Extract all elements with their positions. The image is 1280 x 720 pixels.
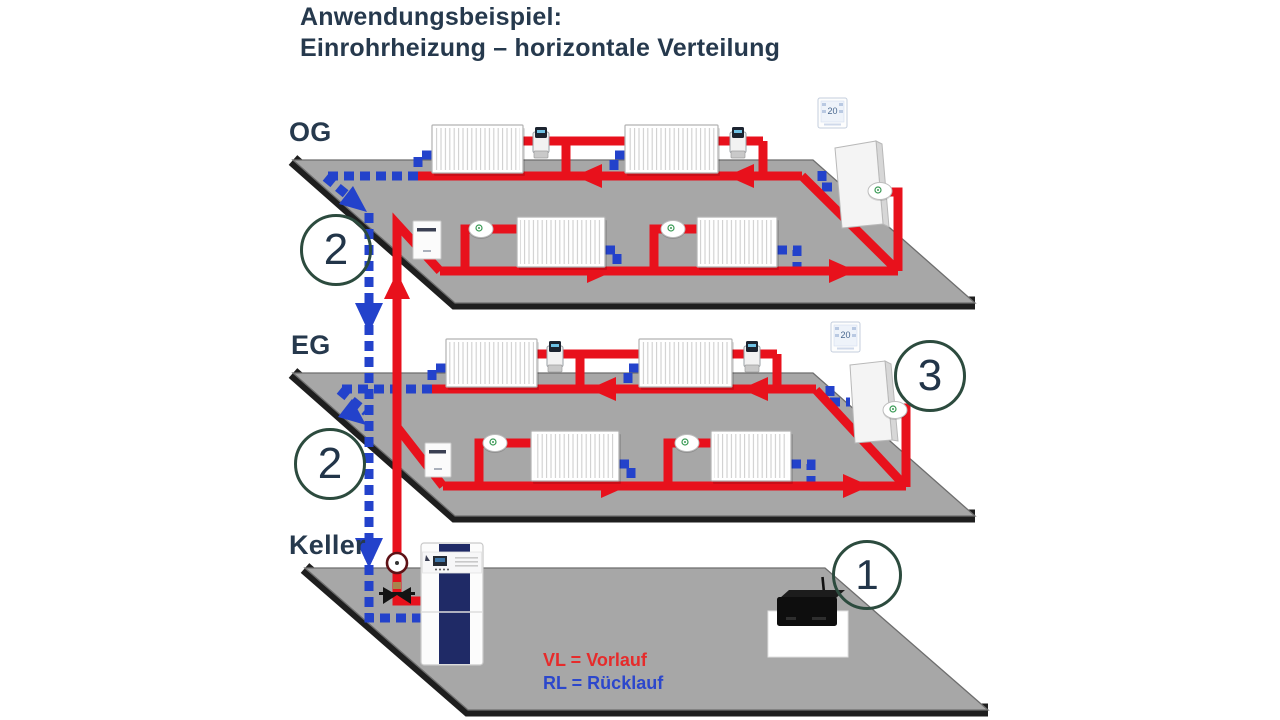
return-pipes <box>311 150 850 623</box>
wall-thermostat-icon: 20 <box>817 97 848 129</box>
legend-vorlauf: VL = Vorlauf <box>543 650 647 670</box>
wall-controller-icon <box>412 220 442 260</box>
radiator <box>624 124 720 176</box>
gateway-icon <box>767 576 849 658</box>
flow-arrows <box>338 164 870 568</box>
radiator <box>638 338 734 390</box>
radiator <box>696 216 779 270</box>
circulation-pump-icon <box>385 551 409 575</box>
radiator <box>530 430 621 484</box>
radiator-valve-actuator-icon <box>482 434 508 453</box>
radiator-valve-actuator-icon <box>468 220 494 239</box>
floor-label-og: OG <box>289 117 332 147</box>
title-line-1: Anwendungsbeispiel: <box>300 3 563 31</box>
svg-text:20: 20 <box>840 330 850 340</box>
radiator-valve-actuator-icon <box>867 182 893 201</box>
radiator-thermostat-icon <box>532 127 550 159</box>
page-title: Anwendungsbeispiel: Einrohrheizung – hor… <box>300 2 780 64</box>
radiator-thermostat-icon <box>743 341 761 373</box>
wall-thermostat-icon: 20 <box>830 321 861 353</box>
floor-label-keller: Keller <box>289 530 366 560</box>
marker-3-room-zone: 3 <box>894 340 966 412</box>
boiler-icon <box>420 542 484 666</box>
radiator <box>516 216 607 270</box>
radiator <box>445 338 539 390</box>
radiator <box>710 430 793 484</box>
wall-radiator <box>849 360 899 444</box>
radiator-thermostat-icon <box>729 127 747 159</box>
radiator-valve-actuator-icon <box>882 401 908 420</box>
radiator-valve-actuator-icon <box>660 220 686 239</box>
radiator-thermostat-icon <box>546 341 564 373</box>
legend-ruecklauf: RL = Rücklauf <box>543 673 664 693</box>
floor-label-eg: EG <box>291 330 331 360</box>
marker-2-riser-eg: 2 <box>294 428 366 500</box>
marker-1-gateway: 1 <box>832 540 902 610</box>
wall-radiator <box>834 140 890 229</box>
shutoff-valve-icon <box>379 582 415 604</box>
marker-2-riser-og: 2 <box>300 214 372 286</box>
wall-controller-icon <box>424 442 452 478</box>
svg-text:20: 20 <box>827 106 837 116</box>
radiator-valve-actuator-icon <box>674 434 700 453</box>
title-line-2: Einrohrheizung – horizontale Verteilung <box>300 34 781 62</box>
radiator <box>431 124 525 176</box>
